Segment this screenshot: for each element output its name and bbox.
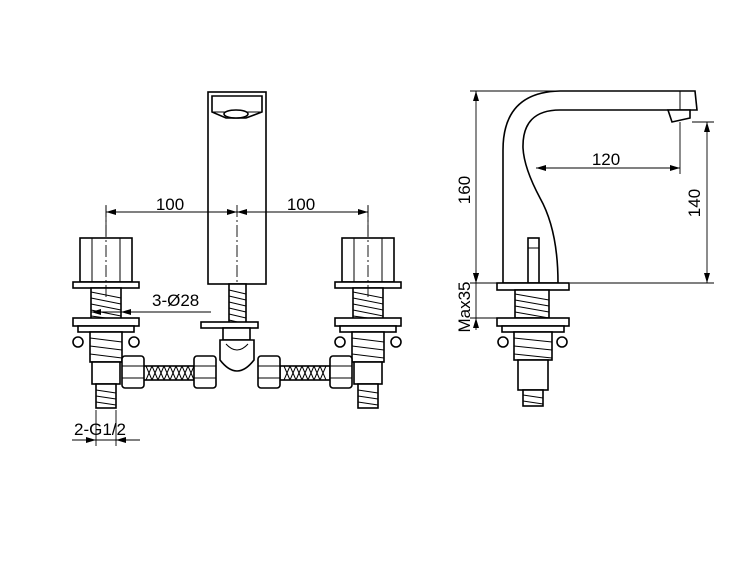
dimension-hole-diameter <box>91 309 211 315</box>
total-height-label: 160 <box>455 176 474 204</box>
spout-profile <box>502 90 698 284</box>
dimension-handle-spacing <box>105 206 369 236</box>
hole-diameter-label: 3-Ø28 <box>152 291 199 310</box>
right-handle <box>334 205 402 409</box>
spout-height-label: 140 <box>685 189 704 217</box>
side-view: 160 Max35 120 140 <box>455 90 714 407</box>
spout-reach-label: 120 <box>592 150 620 169</box>
connection-thread-label: 2-G1/2 <box>74 420 126 439</box>
connecting-hoses <box>121 355 353 389</box>
dimension-spout-height <box>570 121 714 284</box>
dimension-spout-reach <box>536 122 681 174</box>
handle-spacing-right-label: 100 <box>287 195 315 214</box>
spout-body <box>207 91 267 300</box>
max-deck-label: Max35 <box>455 281 474 332</box>
spout-shank <box>200 283 259 372</box>
dimension-max-deck <box>470 270 503 330</box>
side-base-shank <box>496 282 570 407</box>
front-view: 100 100 3-Ø28 2-G1/2 <box>72 91 402 446</box>
left-handle <box>72 205 140 409</box>
handle-spacing-left-label: 100 <box>156 195 184 214</box>
dimension-connection-thread <box>72 410 140 446</box>
